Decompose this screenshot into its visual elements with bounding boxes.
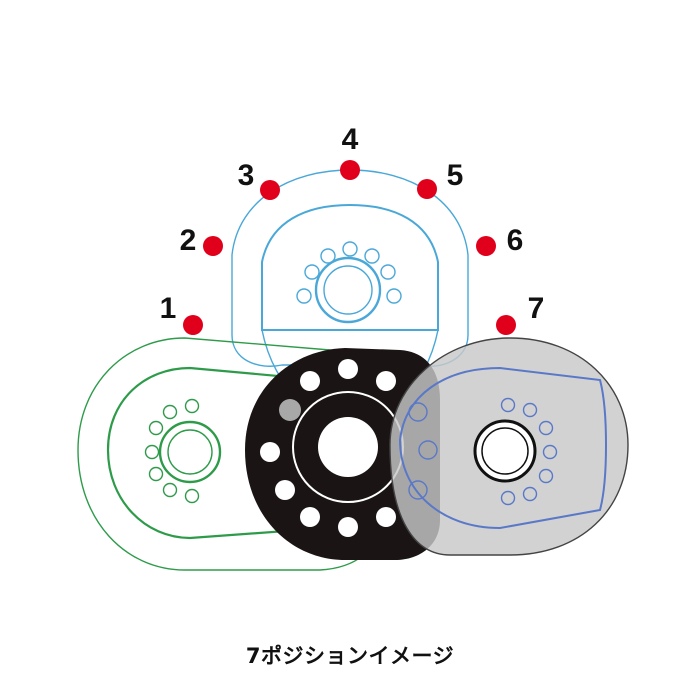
position-label-3: 3 [238,159,255,192]
position-label-1: 1 [160,292,177,325]
plate-position-1-holes [144,398,200,504]
position-label-5: 5 [447,159,464,192]
position-marker-2 [203,236,223,256]
position-labels: 1 2 3 4 5 6 7 [160,123,545,325]
plate-position-7-inner-outline [398,366,607,530]
plate-position-1-hub-outer [158,420,222,484]
plate-position-7 [389,337,629,556]
plate-position-4-inner-outline [261,203,439,331]
position-marker-6 [476,236,496,256]
plate-position-4-outer-outline [231,169,469,367]
position-label-7: 7 [528,292,545,325]
position-marker-7 [496,315,516,335]
diagram-caption: 7ポジションイメージ [245,644,455,668]
plate-position-4 [231,169,469,401]
plate-position-7-hub-inner [481,427,529,475]
position-marker-1 [183,315,203,335]
plate-position-4-hub-outer [314,256,382,324]
plate-center-black [245,348,440,560]
plate-position-1-hub-inner [167,429,213,475]
plate-position-4-hub-inner [323,265,373,315]
position-marker-5 [417,179,437,199]
plate-center-hub-hole [318,417,378,477]
plate-position-7-holes [408,397,558,506]
plate-center-holes [260,359,396,537]
position-marker-3 [260,180,280,200]
position-markers [183,160,516,335]
position-label-2: 2 [180,224,197,257]
position-label-6: 6 [507,224,524,257]
plate-position-4-holes [296,241,402,304]
position-marker-4 [340,160,360,180]
position-label-4: 4 [342,123,359,156]
